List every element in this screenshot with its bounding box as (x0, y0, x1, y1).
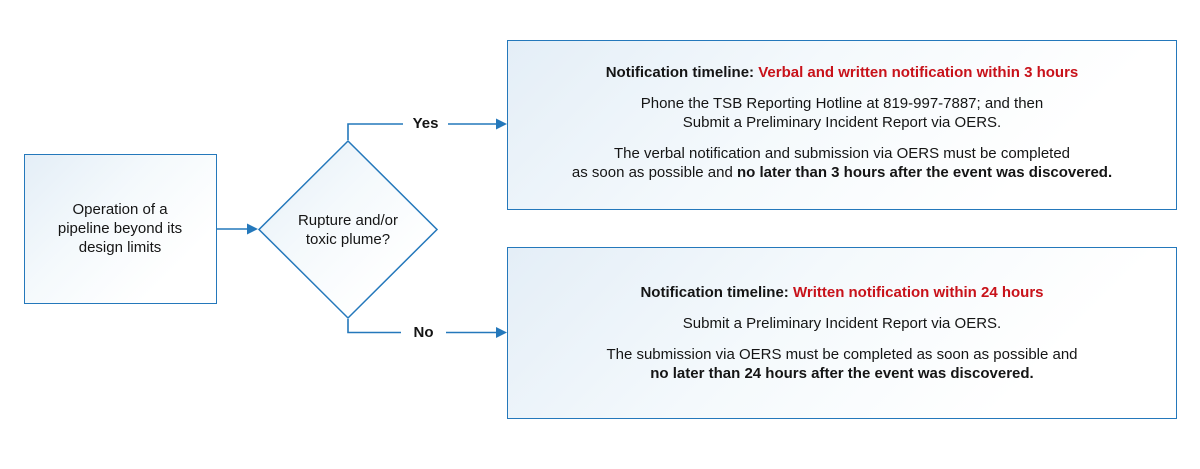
notification-timeline-deadline: Written notification within 24 hours (792, 284, 1044, 301)
no-outcome-instructions: Submit a Preliminary Incident Report via… (508, 314, 1176, 333)
no-branch-label: No (401, 323, 446, 342)
no-outcome-requirement: The submission via OERS must be complete… (508, 345, 1176, 383)
arrowhead-into-decision (247, 223, 258, 235)
start-node-line: design limits (78, 239, 162, 256)
instruction-line: Submit a Preliminary Incident Report via… (682, 113, 1002, 131)
instruction-line: as soon as possible and (571, 163, 737, 181)
start-node-line: Operation of a (72, 201, 168, 218)
arrowhead-into-no-box (496, 327, 507, 338)
connector-no-branch (347, 319, 404, 334)
notification-timeline-deadline: Verbal and written notification within 3… (758, 63, 1079, 81)
decision-question-line: Rupture and/or (297, 211, 399, 229)
deadline-emphasis: no later than 24 hours after the event w… (650, 365, 1034, 382)
start-node: Operation of a pipeline beyond its desig… (23, 153, 217, 304)
notification-timeline-label: Notification timeline: (605, 63, 759, 81)
decision-diamond-shape (257, 139, 439, 320)
instruction-line: The verbal notification and submission v… (613, 144, 1071, 162)
instruction-line: The submission via OERS must be complete… (606, 346, 1078, 363)
start-node-line: pipeline beyond its (57, 220, 183, 237)
deadline-emphasis: no later than 3 hours after the event wa… (737, 163, 1113, 181)
yes-outcome-node: Notification timeline: Verbal and writte… (507, 40, 1177, 210)
no-outcome-node: Notification timeline: Written notificat… (507, 247, 1177, 419)
instruction-line: Phone the TSB Reporting Hotline at 819-9… (640, 94, 1044, 112)
decision-question: Rupture and/or toxic plume? (259, 141, 437, 318)
yes-outcome-instructions: Phone the TSB Reporting Hotline at 819-9… (508, 94, 1176, 132)
start-node-text: Operation of a pipeline beyond its desig… (25, 200, 216, 257)
instruction-line: Submit a Preliminary Incident Report via… (682, 315, 1002, 332)
arrowhead-into-yes-box (496, 118, 507, 130)
yes-branch-label: Yes (403, 114, 448, 133)
connector-yes-branch (347, 123, 404, 140)
yes-outcome-title: Notification timeline: Verbal and writte… (508, 63, 1176, 82)
notification-timeline-label: Notification timeline: (640, 284, 793, 301)
no-outcome-title: Notification timeline: Written notificat… (508, 283, 1176, 302)
yes-outcome-requirement: The verbal notification and submission v… (508, 144, 1176, 182)
decision-question-line: toxic plume? (305, 230, 391, 248)
